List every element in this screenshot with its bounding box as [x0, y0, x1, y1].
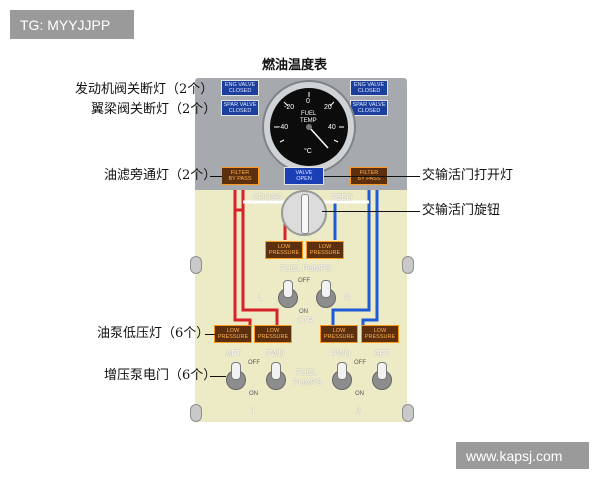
pump-switch-2-fwd[interactable] — [332, 362, 352, 390]
gauge-tick-neg40: -40 — [278, 124, 289, 131]
ctr-label: CTR — [297, 316, 314, 325]
leader-crossfeed-knob — [322, 211, 420, 212]
gauge-face: -20 0 20 -40 40 FUEL TEMP °C — [270, 88, 348, 166]
pump-switch-1-fwd[interactable] — [266, 362, 286, 390]
gauge-needle — [308, 126, 329, 149]
fuel-pumps-lower-fuel: FUEL — [296, 368, 317, 377]
panel-screw-right — [402, 256, 414, 274]
callout-crossfeed-valve-open-light: 交输活门打开灯 — [422, 168, 514, 183]
gauge-label-temp: TEMP — [300, 118, 317, 124]
watermark-bottom-right: www.kapsj.com — [456, 442, 589, 469]
leader-crossfeed-valve-open — [324, 176, 420, 177]
ctr-right-label: R — [344, 293, 350, 302]
ctr-left-label: L — [258, 293, 263, 302]
crossfeed-knob-pointer — [301, 194, 309, 234]
pump-switch-2-aft[interactable] — [372, 362, 392, 390]
fwd-label-2: FWD — [332, 349, 351, 358]
gauge-tick-0: 0 — [306, 98, 310, 105]
gauge-tick-20: 20 — [324, 104, 332, 111]
leader-pump-switches — [210, 376, 226, 377]
off-label-2: OFF — [354, 360, 366, 366]
callout-spar-valve-lights: 翼梁阀关断灯（2个） — [91, 102, 217, 117]
on-label-2: ON — [355, 391, 364, 397]
callout-pump-switches: 增压泵电门（6个） — [104, 368, 217, 383]
callout-engine-valve-lights: 发动机阀关断灯（2个） — [75, 82, 214, 97]
left-fuel-line-inner — [241, 190, 287, 335]
callout-low-pressure-lights: 油泵低压灯（6个） — [97, 326, 210, 341]
aft-label-1: AFT — [226, 349, 242, 358]
pump-switch-1-aft[interactable] — [226, 362, 246, 390]
leader-filter-bypass — [210, 176, 222, 177]
callout-filter-bypass-lights: 油滤旁通灯（2个） — [104, 168, 217, 183]
panel-screw-right-lower — [402, 404, 414, 422]
callout-crossfeed-knob: 交输活门旋钮 — [422, 203, 501, 218]
gauge-tick-neg20: -20 — [284, 104, 295, 111]
diagram-title: 燃油温度表 — [262, 58, 328, 73]
tank-1-label: 1 — [251, 406, 256, 415]
tank-2-label: 2 — [356, 406, 361, 415]
on-label-1: ON — [249, 391, 258, 397]
fuel-line-schematic — [233, 190, 379, 335]
gauge-label-fuel: FUEL — [301, 111, 317, 117]
fuel-pumps-lower-pumps: PUMPS — [293, 378, 322, 387]
center-pump-switch-right[interactable] — [316, 280, 336, 308]
ctr-off-label: OFF — [298, 278, 310, 284]
gauge-tick-40: 40 — [328, 124, 336, 131]
cross-label: CROSS — [253, 193, 282, 202]
fwd-label-1: FWD — [266, 349, 285, 358]
watermark-top-left: TG: MYYJJPP — [10, 10, 134, 39]
fuel-temp-gauge: -20 0 20 -40 40 FUEL TEMP °C — [262, 80, 356, 174]
feed-label: FEED — [331, 193, 353, 202]
center-pump-switch-left[interactable] — [278, 280, 298, 308]
gauge-tick-marks — [274, 92, 344, 149]
ctr-on-label: ON — [299, 309, 308, 315]
aft-label-2: AFT — [374, 349, 390, 358]
gauge-unit: °C — [304, 148, 312, 155]
panel-screw-left — [190, 256, 202, 274]
crossfeed-selector-knob[interactable] — [281, 190, 327, 236]
off-label-1: OFF — [248, 360, 260, 366]
leader-low-pressure — [205, 334, 215, 335]
fuel-pumps-center-label: FUEL PUMPS — [280, 264, 331, 273]
panel-screw-left-lower — [190, 404, 202, 422]
